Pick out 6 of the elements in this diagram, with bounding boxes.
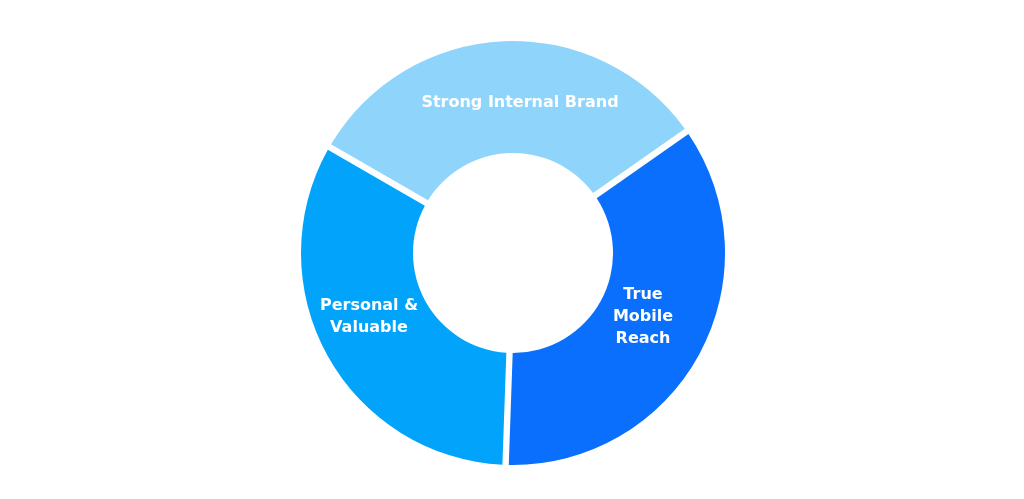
donut-segment: [508, 134, 725, 465]
segment-label: Strong Internal Brand: [420, 91, 620, 113]
segment-label: True Mobile Reach: [611, 283, 675, 349]
segment-label: Personal & Valuable: [318, 294, 420, 338]
donut-segment: [331, 41, 685, 201]
donut-segment: [301, 149, 507, 465]
